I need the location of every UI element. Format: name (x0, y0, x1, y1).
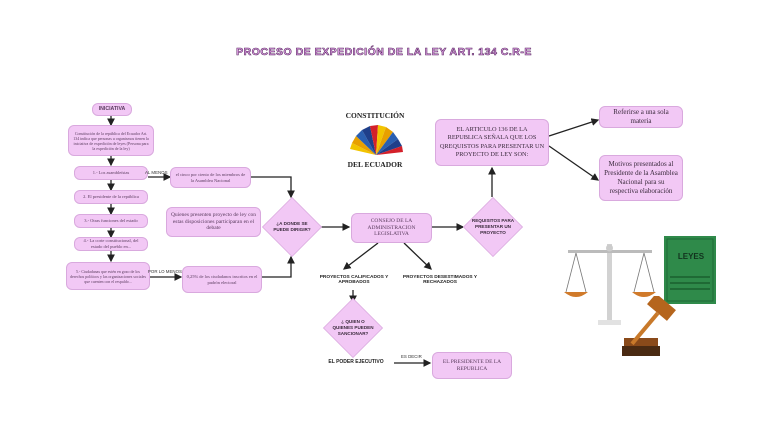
logo-ecuador-text: DEL ECUADOR (347, 160, 403, 169)
label-proyectos-calificados: PROYECTOS CALIFICADOS Y APROBADOS (319, 275, 389, 285)
node-intro: Constitución de la república del Ecuador… (68, 125, 154, 156)
node-iniciativa: INICIATIVA (92, 103, 132, 116)
label-es-decir: ES DECIR (401, 354, 422, 359)
label-al-menos: AL MENOS (145, 170, 168, 175)
gavel-icon (622, 296, 676, 356)
node-presidente-republica: EL PRESIDENTE DE LA REPUBLICA (432, 352, 512, 379)
node-asambleistas: 1.- Los asambleístas (74, 166, 148, 180)
diagram-title: PROCESO DE EXPEDICIÓN DE LA LEY ART. 134… (236, 46, 532, 59)
node-quienes: Quienes presenten proyecto de ley con es… (166, 207, 261, 237)
decision-text: ¿ QUIEN O QUIENES PUEDEN SANCIONAR? (332, 319, 374, 336)
decision-text: ¿A DONDE SE PUEDE DIRIGIR? (273, 221, 311, 232)
book-title: LEYES (677, 252, 705, 261)
node-corte: 4.- La corte constitucional, del estado … (74, 237, 148, 251)
logo-constitucion-text: CONSTITUCIÓN (345, 111, 405, 120)
node-cinco-por-ciento: el cinco por ciento de los miembros de l… (170, 167, 251, 188)
node-referirse: Referirse a una sola materia (599, 106, 683, 128)
node-presidente: 2. El presidente de la república (74, 190, 148, 204)
node-motivos: Motivos presentados al Presidente de la … (599, 155, 683, 201)
decision-quien-sanciona: ¿ QUIEN O QUIENES PUEDEN SANCIONAR? (323, 298, 383, 358)
decision-requisitos: REQUISITOS PARA PRESENTAR UN PROYECTO (463, 197, 523, 257)
label-poder-ejecutivo: EL PODER EJECUTIVO (328, 359, 384, 365)
label-proyectos-desestimados: PROYECTOS DESESTIMADOS Y RECHAZADOS (402, 275, 478, 285)
node-ciudadanas: 5.- Ciudadanas que estén en gozo de los … (66, 262, 150, 290)
ecuador-emblem-icon (350, 125, 403, 155)
law-book-icon (664, 236, 716, 304)
node-articulo-136: EL ARTICULO 136 DE LA REPUBLICA SEÑALA Q… (435, 119, 549, 166)
decision-text: REQUISITOS PARA PRESENTAR UN PROYECTO (471, 218, 515, 235)
decision-donde-dirigir: ¿A DONDE SE PUEDE DIRIGIR? (262, 197, 322, 257)
node-consejo: CONSEJO DE LA ADMINISTRACION LEGISLATIVA (351, 213, 432, 243)
label-por-lo-menos: POR LO MENOS (148, 269, 182, 274)
node-cero-veinticinco: 0,25% de los ciudadanos inscritos en el … (182, 266, 262, 293)
node-otras-funciones: 3.- Otras funciones del estado (74, 214, 148, 228)
justice-scale-icon (564, 244, 656, 325)
